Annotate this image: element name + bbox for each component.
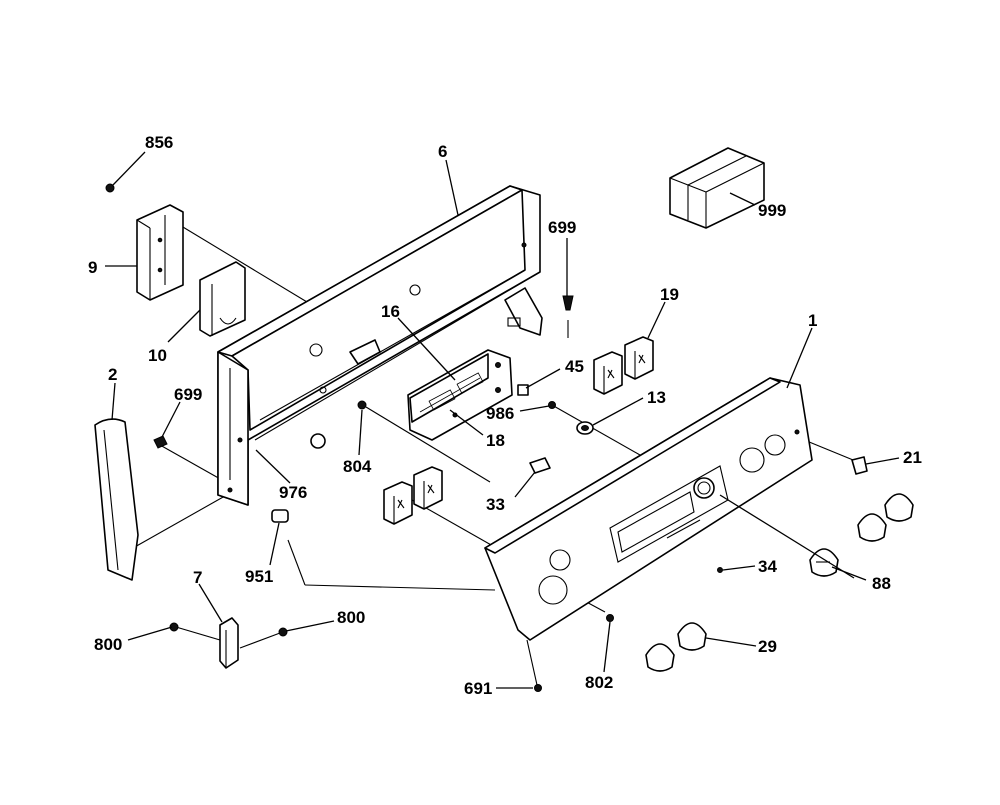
callout-88: 88 <box>872 574 891 593</box>
mounting-bracket <box>199 261 246 337</box>
callout-13: 13 <box>647 388 666 407</box>
screw-804 <box>357 400 367 410</box>
callout-18: 18 <box>486 431 505 450</box>
screw-699-left <box>153 435 168 449</box>
end-cap <box>94 418 139 581</box>
clip-33 <box>529 457 551 474</box>
screw-691 <box>534 684 542 692</box>
callout-699-top: 699 <box>548 218 576 237</box>
control-board <box>407 349 513 441</box>
callout-16: 16 <box>381 302 400 321</box>
wire-clip <box>271 509 289 523</box>
callout-976: 976 <box>279 483 307 502</box>
callout-2: 2 <box>108 365 117 384</box>
clip-21 <box>851 456 868 475</box>
leader-lines <box>105 151 900 689</box>
spacer-13 <box>576 421 594 435</box>
parts-box-999 <box>669 147 765 229</box>
knob-29 <box>645 622 707 672</box>
callout-691: 691 <box>464 679 492 698</box>
callout-1: 1 <box>808 311 817 330</box>
callout-951: 951 <box>245 567 273 586</box>
callout-labels: 856 9 10 6 699 19 1 999 16 45 986 13 18 … <box>88 133 922 698</box>
callout-804: 804 <box>343 457 372 476</box>
grommet <box>310 433 326 449</box>
callout-34: 34 <box>758 557 777 576</box>
callout-9: 9 <box>88 258 97 277</box>
switch-19 <box>593 336 654 395</box>
callout-986: 986 <box>486 404 514 423</box>
callout-699-left: 699 <box>174 385 202 404</box>
callout-800-right: 800 <box>337 608 365 627</box>
callout-856: 856 <box>145 133 173 152</box>
screw-34 <box>717 567 723 573</box>
callout-21: 21 <box>903 448 922 467</box>
callout-19: 19 <box>660 285 679 304</box>
callout-10: 10 <box>148 346 167 365</box>
screw-699-top <box>562 295 574 311</box>
callout-29: 29 <box>758 637 777 656</box>
control-panel <box>484 377 813 641</box>
callout-33: 33 <box>486 495 505 514</box>
screw-802 <box>606 614 614 622</box>
bracket-7 <box>219 617 239 669</box>
nut-45 <box>517 384 529 396</box>
callout-999: 999 <box>758 201 786 220</box>
backsplash-frame <box>217 185 543 506</box>
callout-6: 6 <box>438 142 447 161</box>
callout-45: 45 <box>565 357 584 376</box>
lower-switches <box>383 466 443 525</box>
screw-800-right <box>278 627 288 637</box>
screw-986 <box>548 401 556 409</box>
callout-802: 802 <box>585 673 613 692</box>
callout-7: 7 <box>193 568 202 587</box>
knob-88 <box>809 493 914 577</box>
side-bracket <box>136 204 184 301</box>
callout-800-left: 800 <box>94 635 122 654</box>
